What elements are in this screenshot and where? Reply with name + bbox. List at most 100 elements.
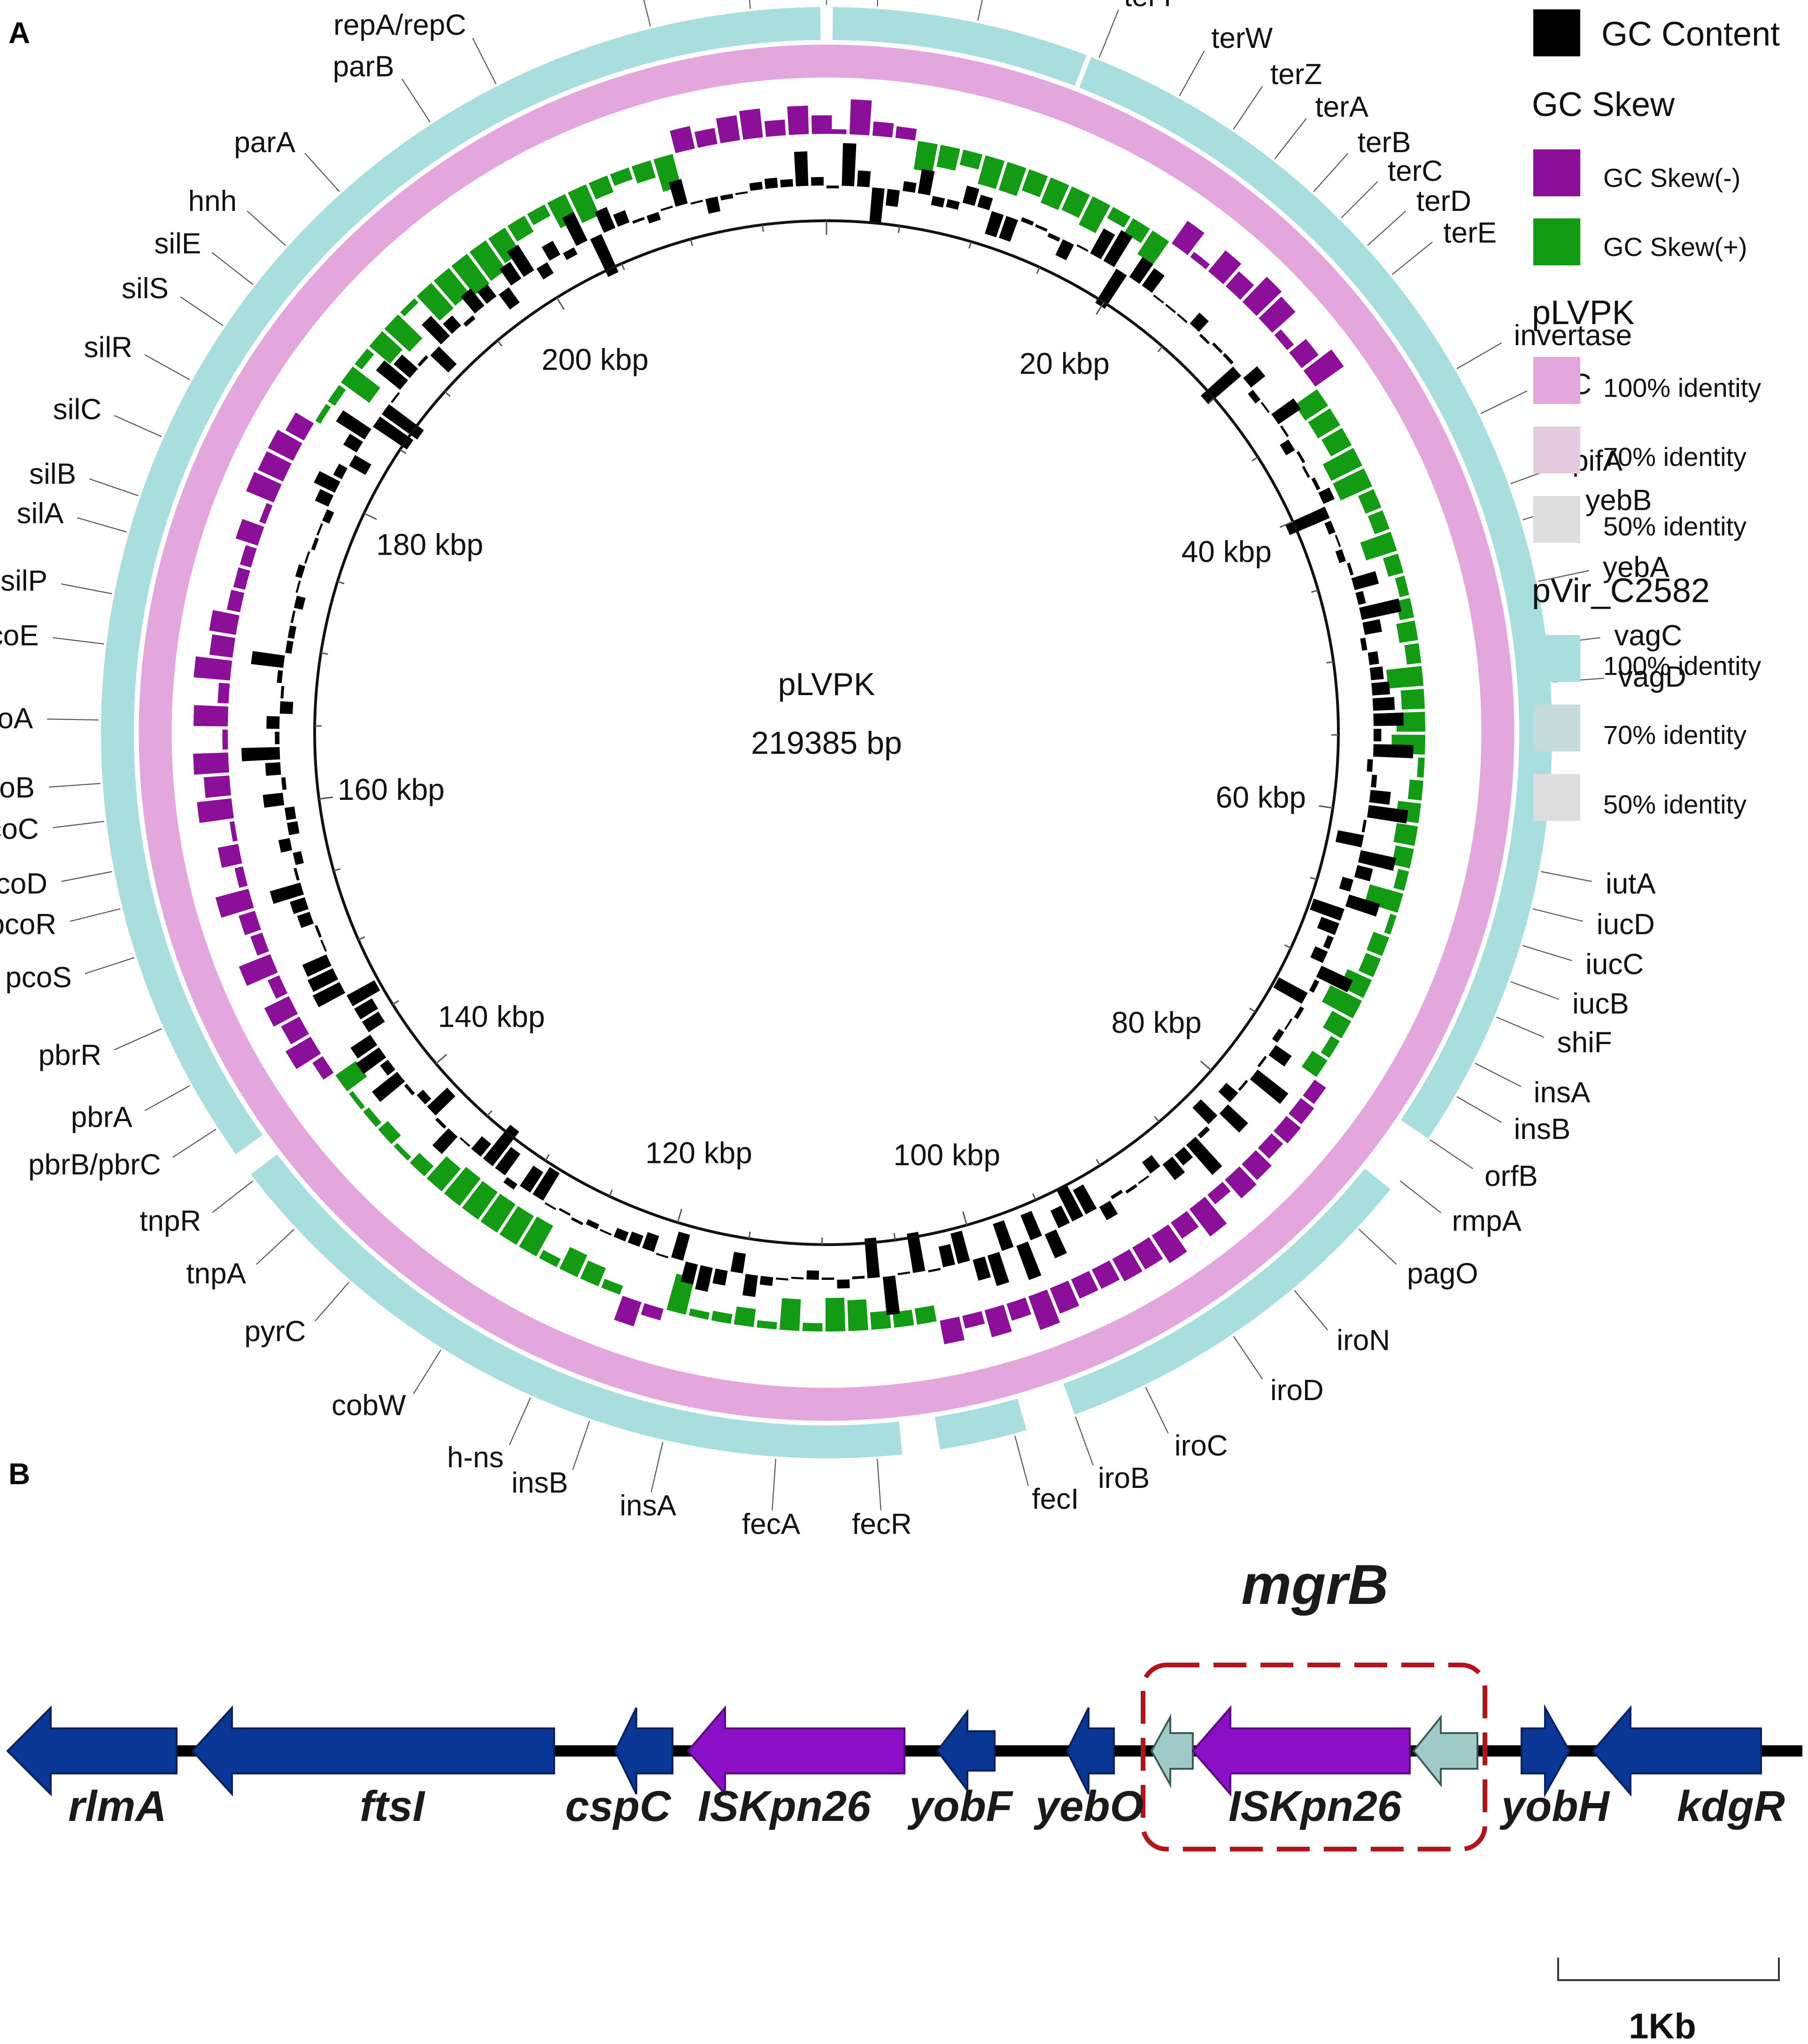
gc-skew-bar <box>1366 931 1390 956</box>
gene-arrow-rlma <box>6 1705 178 1796</box>
gene-label: iucB <box>1572 988 1629 1020</box>
gc-content-bar <box>459 1137 471 1147</box>
gene-label: iroB <box>1098 1462 1150 1494</box>
gene-leader <box>1294 1290 1328 1331</box>
legend-swatch-gc-skew-neg <box>1533 149 1580 196</box>
gene-leader <box>877 0 879 7</box>
gc-content-bar <box>1125 1184 1137 1194</box>
gc-skew-bar <box>1071 1270 1098 1299</box>
gc-skew-bar <box>1207 1182 1231 1205</box>
tick-mark <box>319 796 333 800</box>
gc-skew-bar <box>363 1107 382 1127</box>
gc-skew-bar <box>1303 349 1344 387</box>
gc-content-bar <box>314 471 340 493</box>
gene-leader <box>1274 118 1307 160</box>
gene-leader <box>304 153 340 192</box>
gc-skew-bar <box>217 844 242 868</box>
gene-arrow-ftsi <box>191 1705 555 1797</box>
gene-leader <box>1456 1096 1502 1123</box>
gene-leader <box>472 38 497 85</box>
legend-label-plvpk-100: 100% identity <box>1603 373 1761 403</box>
gc-content-bar <box>1318 487 1335 504</box>
gc-skew-bar <box>779 1298 801 1331</box>
gene-leader <box>315 1282 349 1322</box>
gc-content-bar <box>1345 894 1380 917</box>
legend-swatch-gc-skew-pos <box>1533 218 1580 265</box>
gc-skew-bar <box>257 451 292 482</box>
gene-label: rmpA <box>1452 1205 1522 1237</box>
gc-content-bar <box>827 186 839 189</box>
gc-skew-bar <box>1006 1297 1032 1321</box>
gene-leader <box>749 0 751 9</box>
gc-skew-bar <box>240 545 257 568</box>
tick-mark <box>1096 1159 1101 1166</box>
gc-content-bar <box>1044 1229 1067 1259</box>
gc-content-bar <box>1284 1018 1293 1030</box>
legend-swatch-pvir-70 <box>1533 705 1580 751</box>
gc-content-bar <box>333 464 348 480</box>
gc-content-bar <box>852 1276 865 1279</box>
gc-skew-bar <box>847 1299 868 1332</box>
gene-label: silS <box>122 272 169 305</box>
gc-skew-bar <box>631 160 656 184</box>
gc-skew-bar <box>825 1297 846 1332</box>
gc-skew-bar <box>984 1304 1012 1338</box>
gc-content-bar <box>280 686 285 699</box>
gene-leader <box>1510 981 1560 1000</box>
gc-skew-bar <box>1225 271 1254 300</box>
kbp-tick-label: 40 kbp <box>1182 534 1272 568</box>
gc-content-bar <box>499 262 522 286</box>
gc-content-bar <box>1198 1126 1210 1138</box>
legend-swatch-plvpk-100 <box>1533 357 1580 404</box>
gc-skew-bar <box>610 167 633 186</box>
gene-leader <box>413 1349 441 1394</box>
tick-mark <box>337 581 345 585</box>
gc-content-bar <box>1110 1190 1123 1200</box>
gc-skew-bar <box>1396 598 1414 620</box>
gc-content-bar <box>270 883 304 904</box>
gc-skew-bar <box>433 268 470 306</box>
gc-content-bar <box>286 821 300 836</box>
gc-content-bar <box>1142 268 1165 293</box>
tick-mark <box>321 652 328 655</box>
gene-label-ftsi: ftsI <box>360 1782 425 1830</box>
legend-label-pvir-100: 100% identity <box>1603 651 1761 681</box>
gc-content-bar <box>285 640 294 654</box>
gc-skew-bar <box>1368 510 1390 534</box>
gene-label: repA/repC <box>333 9 466 41</box>
gene-leader <box>47 718 99 721</box>
gene-label: iutA <box>1606 867 1656 900</box>
gc-skew-bar <box>1407 779 1423 801</box>
gc-content-bar <box>671 1231 690 1261</box>
gc-content-bar <box>730 1252 746 1274</box>
gc-content-bar <box>294 867 300 881</box>
gc-skew-bar <box>559 1247 587 1278</box>
gc-content-bar <box>302 954 332 977</box>
gc-skew-bar <box>340 366 381 403</box>
gc-skew-bar <box>462 1181 498 1220</box>
gc-content-bar <box>613 210 630 227</box>
tick-mark <box>748 1231 751 1239</box>
gc-content-bar <box>417 355 429 367</box>
gc-skew-bar <box>246 472 282 503</box>
gene-labels: repAyadAterXterYterWterZterAterBterCterD… <box>0 0 1686 1541</box>
gc-content-bar <box>1047 232 1060 242</box>
gc-content-bar <box>372 1072 405 1102</box>
gene-leader-lines <box>47 0 1605 1511</box>
gc-content-bar <box>266 716 280 729</box>
gc-content-bar <box>1373 744 1414 759</box>
gc-skew-bar <box>1258 1133 1283 1159</box>
gc-skew-bar <box>895 126 917 141</box>
gc-skew-bar <box>962 1311 985 1329</box>
gc-content-bar <box>1129 257 1153 284</box>
gc-content-bar <box>962 186 980 206</box>
gc-content-bar <box>1346 562 1354 576</box>
gc-content-bar <box>837 1279 850 1289</box>
gc-skew-bar <box>507 216 534 242</box>
scale-bar-label: 1Kb <box>1629 2006 1696 2044</box>
gc-content-bar <box>977 194 993 210</box>
gc-skew-bar <box>711 1310 733 1324</box>
gene-label: silP <box>0 565 47 597</box>
gc-skew-bar <box>1393 869 1409 891</box>
